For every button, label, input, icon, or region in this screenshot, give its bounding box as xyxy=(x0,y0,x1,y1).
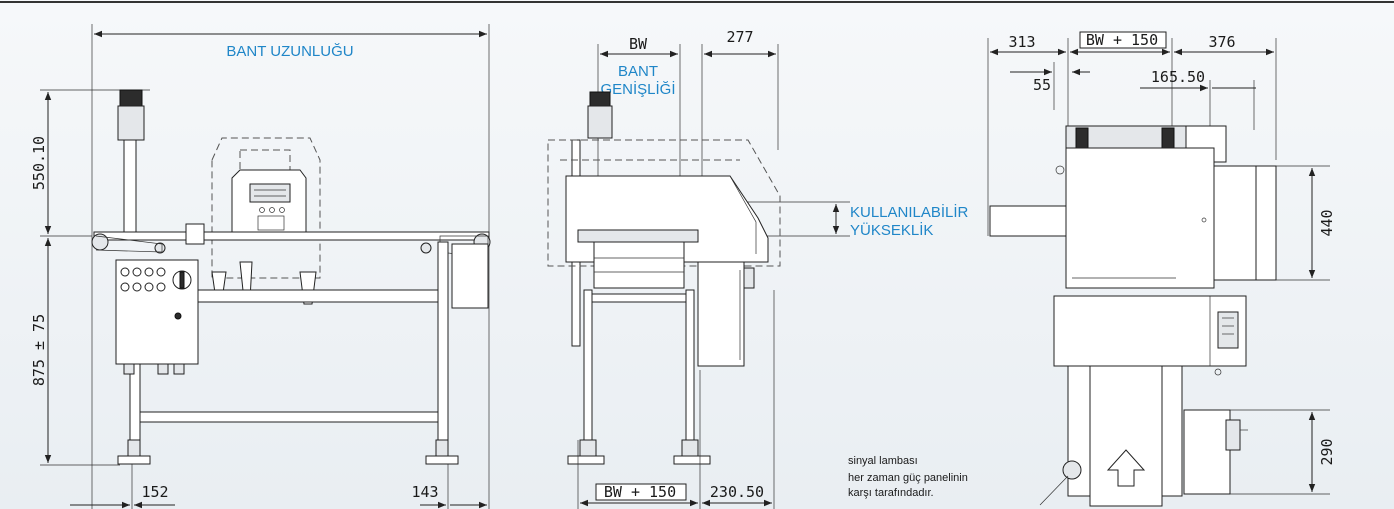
usable-height-line2: YÜKSEKLİK xyxy=(850,221,933,239)
belt-length-label: BANT UZUNLUĞU xyxy=(226,43,353,60)
top-dim-left: 313 xyxy=(1008,33,1035,51)
belt-width-label-line2: GENİŞLİĞİ xyxy=(600,80,675,98)
top-dim-height-lower: 290 xyxy=(1318,438,1336,465)
belt-width-label-line1: BANT xyxy=(618,63,658,80)
top-bw-top: BW + 150 xyxy=(1086,31,1158,49)
side-bw-bottom: BW + 150 xyxy=(604,483,676,501)
note-line3: karşı tarafındadır. xyxy=(848,487,934,499)
top-dim-right: 376 xyxy=(1208,33,1235,51)
control-panel-buttons xyxy=(120,267,192,320)
dim-left-offset: 152 xyxy=(141,483,168,501)
note-line2: her zaman güç panelinin xyxy=(848,472,968,484)
side-view: BW 277 BANT GENİŞLİĞİ KULLANILABİLİR YÜK… xyxy=(547,28,969,509)
top-dim-mid: 165.50 xyxy=(1151,68,1205,86)
side-dim-bottom-right: 230.50 xyxy=(710,483,764,501)
top-view: 313 BW + 150 376 55 165.50 440 xyxy=(848,31,1336,507)
top-dim-height-upper: 440 xyxy=(1318,209,1336,236)
usable-height-line1: KULLANILABİLİR xyxy=(850,203,969,221)
dim-height-bottom: 875 ± 75 xyxy=(30,314,48,386)
side-dim-top-right: 277 xyxy=(726,28,753,46)
side-bw-top: BW xyxy=(629,35,648,53)
front-view: BANT UZUNLUĞU 550.10 875 ± 75 152 143 xyxy=(30,24,491,509)
dim-right-offset: 143 xyxy=(411,483,438,501)
note-line1: sinyal lambası xyxy=(848,455,918,467)
top-dim-small: 55 xyxy=(1033,76,1051,94)
dim-height-top: 550.10 xyxy=(30,136,48,190)
